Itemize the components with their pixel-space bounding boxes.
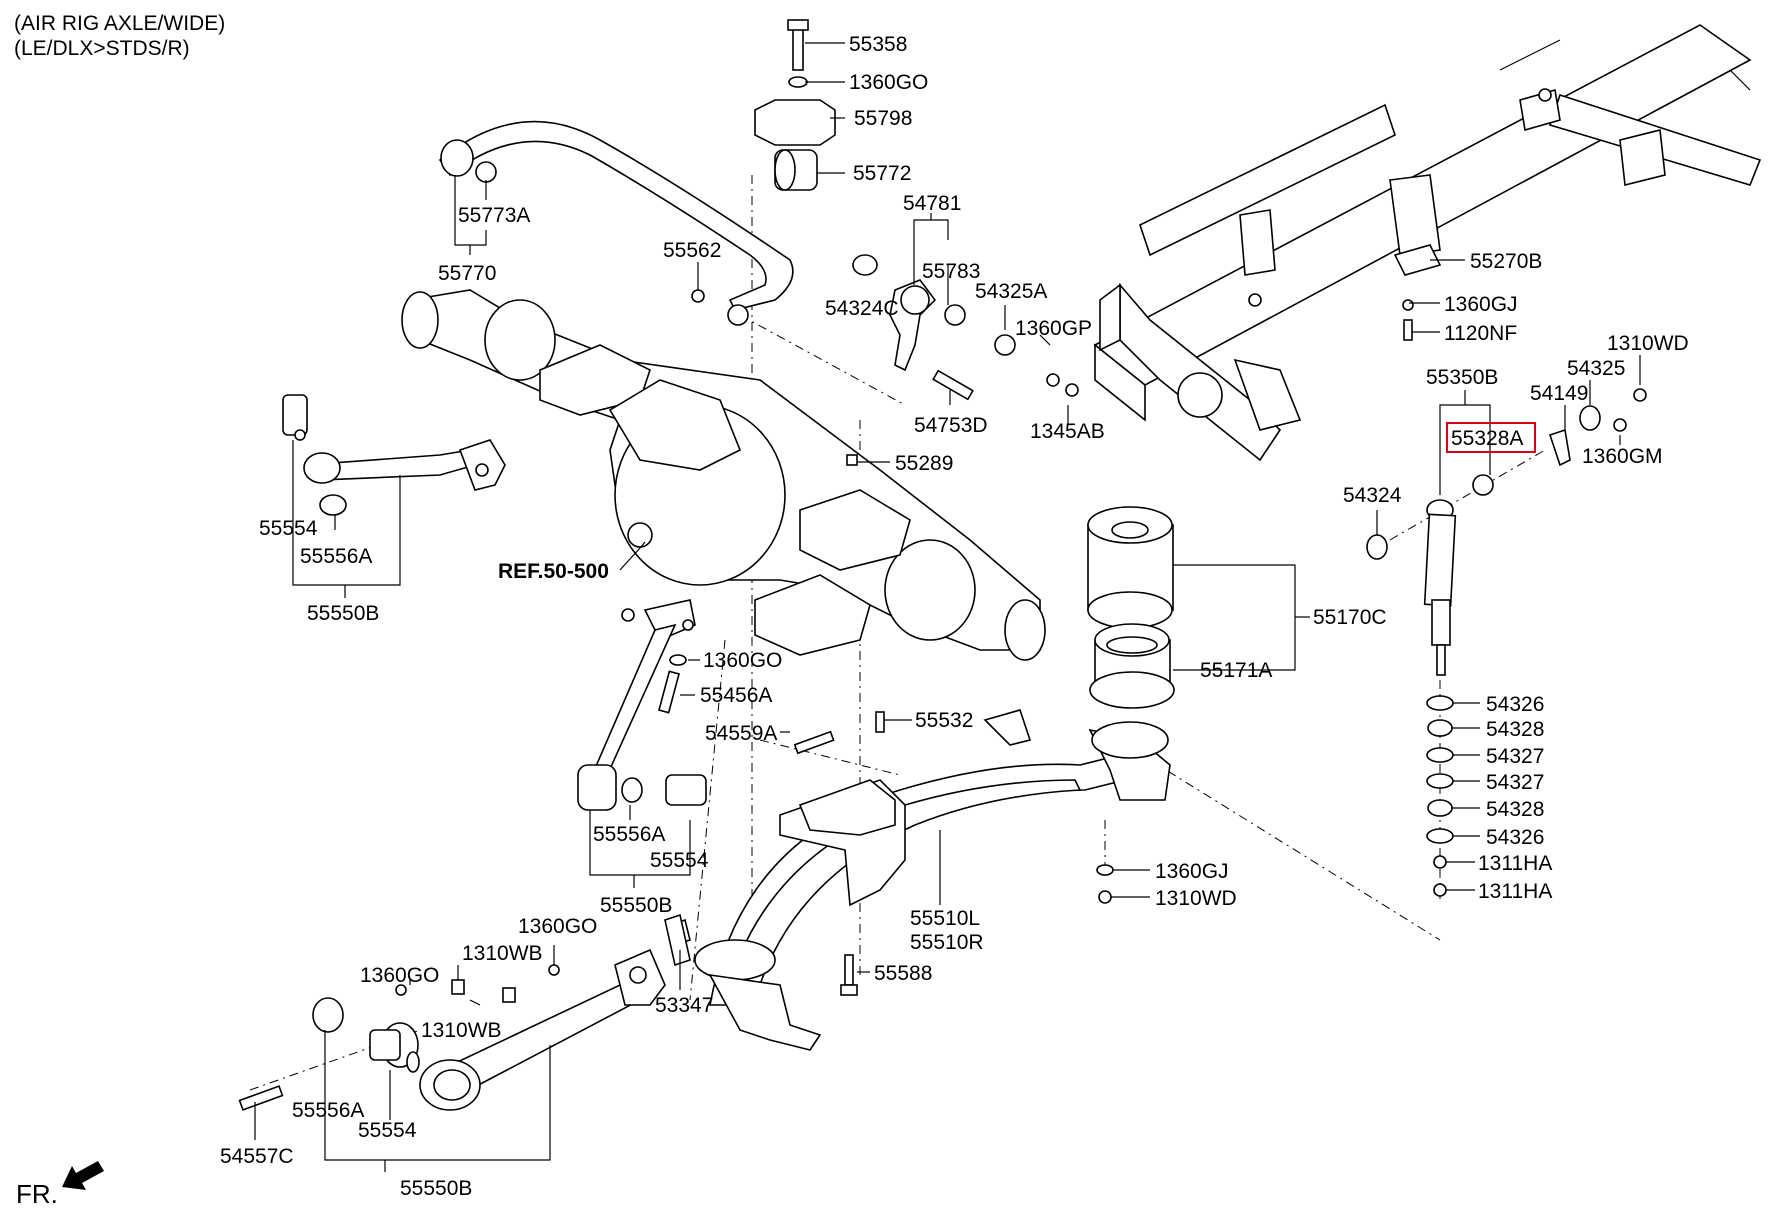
label-54325A[interactable]: 54325A [975,280,1047,303]
label-55170C[interactable]: 55170C [1313,606,1387,629]
label-55456A[interactable]: 55456A [700,684,772,707]
label-54559A[interactable]: 54559A [705,722,777,745]
highlight-box-55328A [1446,422,1536,453]
label-1360GJ-top[interactable]: 1360GJ [1444,293,1518,316]
label-55588[interactable]: 55588 [874,962,932,985]
label-55772[interactable]: 55772 [853,162,911,185]
label-55510L[interactable]: 55510L [910,907,980,930]
trailing-arm-lower [238,913,691,1111]
label-55556A-upper[interactable]: 55556A [300,545,372,568]
air-spring [1087,506,1175,709]
fr-label: FR. [16,1179,58,1209]
label-55510R[interactable]: 55510R [910,931,984,954]
label-55773A[interactable]: 55773A [458,204,530,227]
label-54326-lower[interactable]: 54326 [1486,826,1544,849]
label-1310WD-lower[interactable]: 1310WD [1155,887,1237,910]
label-1311HA-lower[interactable]: 1311HA [1478,880,1552,903]
label-54325[interactable]: 54325 [1567,357,1625,380]
label-1360GP[interactable]: 1360GP [1015,317,1092,340]
label-55783[interactable]: 55783 [922,260,980,283]
label-54557C[interactable]: 54557C [220,1145,294,1168]
label-54328-upper[interactable]: 54328 [1486,718,1544,741]
label-55532[interactable]: 55532 [915,709,973,732]
leader-lines [254,42,1641,1172]
lateral-rod-upper [282,394,506,516]
label-1120NF[interactable]: 1120NF [1444,322,1517,345]
label-55554-mid[interactable]: 55554 [650,849,709,872]
label-54327-upper[interactable]: 54327 [1486,745,1544,768]
label-1310WD-top[interactable]: 1310WD [1607,332,1689,355]
label-1310WB-lower[interactable]: 1310WB [421,1019,502,1042]
washer-stack [1096,695,1454,904]
label-55358[interactable]: 55358 [849,33,907,56]
label-1311HA-upper[interactable]: 1311HA [1478,852,1552,875]
header-line-2: (LE/DLX>STDS/R) [14,37,190,60]
label-55550B-mid[interactable]: 55550B [600,894,672,917]
header-line-1: (AIR RIG AXLE/WIDE) [14,12,225,35]
label-53347[interactable]: 53347 [655,994,713,1017]
label-1345AB[interactable]: 1345AB [1030,420,1105,443]
label-54781[interactable]: 54781 [903,192,961,215]
axle-housing [401,289,1046,661]
label-1360GM[interactable]: 1360GM [1582,445,1663,468]
label-54753D[interactable]: 54753D [914,414,988,437]
centre-fasteners [793,454,885,996]
label-55554-lower[interactable]: 55554 [358,1119,417,1142]
label-1310WB-upper[interactable]: 1310WB [462,942,543,965]
leaf-spring [669,709,1171,1051]
label-55350B[interactable]: 55350B [1426,366,1498,389]
label-54324C[interactable]: 54324C [825,297,899,320]
front-direction-marker: FR. [16,1161,104,1209]
label-1360GJ-lower[interactable]: 1360GJ [1155,860,1229,883]
label-55554-upper[interactable]: 55554 [259,517,318,540]
label-55289[interactable]: 55289 [895,452,953,475]
label-55562[interactable]: 55562 [663,239,721,262]
label-1360GO-top[interactable]: 1360GO [849,71,928,94]
bushing-55773A [475,161,497,183]
label-55550B-lower[interactable]: 55550B [400,1177,472,1200]
label-55556A-mid[interactable]: 55556A [593,823,665,846]
label-1360GO-lower-left[interactable]: 1360GO [360,964,439,987]
stabilizer-link-group [691,254,1079,401]
label-54327-lower[interactable]: 54327 [1486,771,1544,794]
label-55556A-lower[interactable]: 55556A [292,1099,364,1122]
label-54326-upper[interactable]: 54326 [1486,693,1544,716]
shock-absorber [1366,244,1647,676]
label-55770[interactable]: 55770 [438,262,496,285]
vehicle-frame [1093,24,1762,462]
label-1360GO-mid[interactable]: 1360GO [703,649,782,672]
label-55550B-upper[interactable]: 55550B [307,602,379,625]
label-ref-50-500[interactable]: REF.50-500 [498,560,609,583]
label-55798[interactable]: 55798 [854,107,912,130]
label-55270B[interactable]: 55270B [1470,250,1542,273]
front-direction-arrow-icon [62,1161,104,1190]
label-54328-lower[interactable]: 54328 [1486,798,1544,821]
label-54149[interactable]: 54149 [1530,382,1588,405]
label-1360GO-lower-right[interactable]: 1360GO [518,915,597,938]
label-54324[interactable]: 54324 [1343,484,1402,507]
trailing-link-middle [577,599,707,811]
stabilizer-bar [438,120,794,326]
clamp-stack [754,19,836,191]
part-labels: 55358 1360GO 55798 55772 54781 55783 543… [220,33,1689,1200]
label-55171A[interactable]: 55171A [1200,659,1272,682]
label-55328A[interactable]: 55328A [1451,427,1523,450]
